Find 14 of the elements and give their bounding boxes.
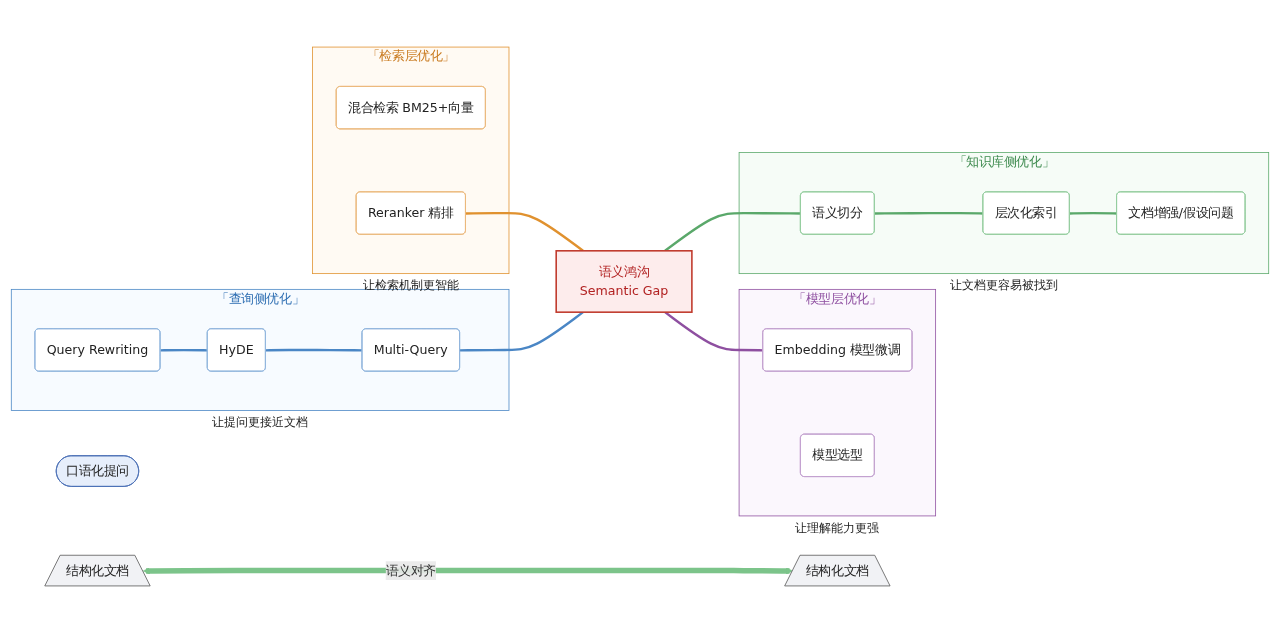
connector (465, 211, 584, 252)
edge-label: 语义对齐 (385, 562, 436, 578)
connector (460, 311, 584, 352)
arrow (142, 567, 794, 575)
group-caption: 让理解能力更强 (795, 520, 880, 535)
connector (160, 348, 208, 352)
connector (874, 211, 984, 215)
node-box: 语义鸿沟 Semantic Gap (555, 250, 693, 313)
connector (664, 211, 801, 252)
connector (265, 348, 363, 352)
group-caption: 让文档更容易被找到 (949, 278, 1058, 293)
connector (664, 311, 764, 352)
connector (1069, 212, 1117, 215)
group-caption: 让提问更接近文档 (212, 415, 309, 430)
